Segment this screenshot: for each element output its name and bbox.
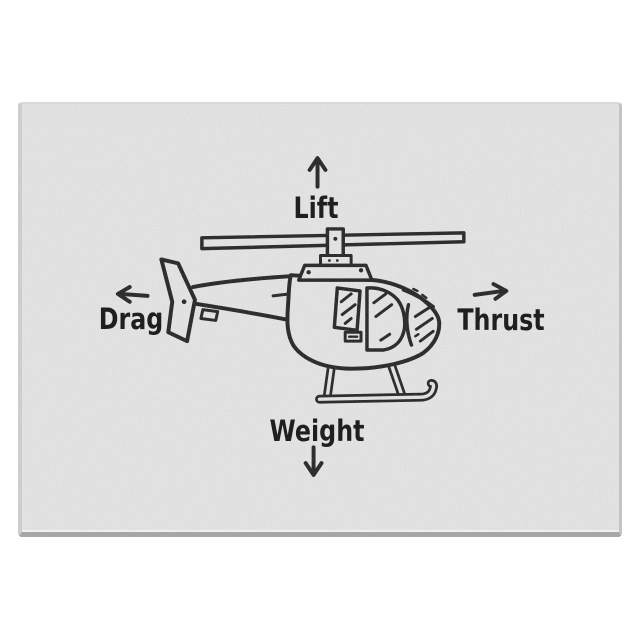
board-texture	[22, 104, 619, 532]
lift-label: Lift	[293, 191, 339, 225]
thrust-label: Thrust	[457, 303, 545, 337]
cutting-board: Lift Drag Thrust Weight	[18, 102, 622, 537]
weight-label: Weight	[269, 414, 365, 448]
helicopter-forces-diagram	[22, 104, 619, 532]
drag-label: Drag	[98, 302, 164, 336]
